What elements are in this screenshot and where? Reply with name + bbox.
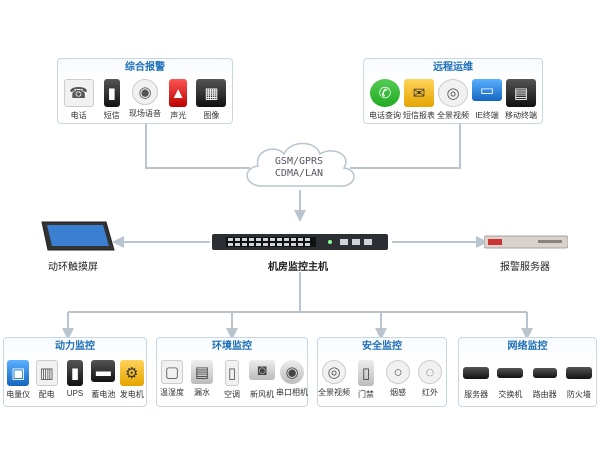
air-conditioner-icon: ▯ — [225, 360, 239, 386]
panel-title: 环境监控 — [212, 341, 252, 352]
net-item-router: 路由器 — [529, 360, 561, 400]
power-item-generator: ⚙ 发电机 — [118, 360, 146, 400]
ups-icon: ▮ — [66, 360, 83, 386]
alarm-item-light: ▲ 声光 — [162, 79, 195, 121]
remote-item-mobile: ▤ 移动终端 — [504, 79, 538, 121]
panel-title: 远程运维 — [433, 62, 473, 73]
line-alarm-to-cloud — [145, 124, 250, 169]
net-item-switch: 交换机 — [494, 360, 526, 400]
alarm-item-sms: ▮ 短信 — [95, 79, 128, 121]
server-icon — [463, 367, 490, 379]
host-label: 机房监控主机 — [268, 262, 328, 273]
panoramic-video-icon: ◎ — [438, 79, 468, 107]
fresh-air-unit-icon: ◙ — [249, 360, 275, 380]
environment-items: ▢ 温湿度 ▤ 漏水 ▯ 空调 ◙ 新风机 ◉ 串口相机 — [157, 360, 308, 400]
remote-item-video: ◎ 全景视频 — [436, 79, 470, 121]
power-items: ▣ 电量仪 ▥ 配电 ▮ UPS ▬ 蓄电池 ⚙ 发电机 — [4, 360, 146, 400]
network-monitoring-panel: 网络监控 服务器 交换机 路由器 防火墙 — [458, 337, 597, 407]
cloud-line-1: GSM/GPRS — [274, 156, 324, 167]
power-item-distribution: ▥ 配电 — [33, 360, 61, 400]
network-cloud-icon — [246, 142, 355, 187]
smoke-detector-icon: ○ — [386, 360, 410, 384]
tablet-icon: ▤ — [506, 79, 536, 107]
panel-title: 安全监控 — [362, 341, 402, 352]
touch-screen-icon — [41, 221, 115, 251]
alarm-items: ☎ 电话 ▮ 短信 ◉ 现场语音 ▲ 声光 ▦ 图像 — [62, 79, 228, 121]
alarm-server-icon — [484, 235, 568, 249]
alarm-item-image: ▦ 图像 — [195, 79, 228, 121]
alarm-server-label: 报警服务器 — [500, 262, 550, 273]
power-meter-icon: ▣ — [7, 360, 30, 386]
access-control-icon: ▯ — [358, 360, 374, 386]
telephone-icon: ☎ — [63, 79, 94, 107]
monitor-image-icon: ▦ — [196, 79, 227, 107]
net-item-server: 服务器 — [460, 360, 492, 400]
sec-item-infrared: ◌ 红外 — [415, 360, 445, 400]
thermo-hygrometer-icon: ▢ — [161, 360, 183, 384]
env-item-fresh-air: ◙ 新风机 — [249, 360, 275, 399]
cloud-line-2: CDMA/LAN — [274, 168, 324, 179]
alarm-panel: 综合报警 ☎ 电话 ▮ 短信 ◉ 现场语音 ▲ 声光 ▦ 图像 — [57, 58, 233, 124]
alarm-light-icon: ▲ — [169, 79, 188, 107]
circuit-breaker-icon: ▥ — [35, 360, 58, 386]
remote-items: ✆ 电话查询 ✉ 短信报表 ◎ 全景视频 ▭ IE终端 ▤ 移动终端 — [368, 79, 538, 121]
security-items: ◎ 全景视频 ▯ 门禁 ○ 烟感 ◌ 红外 — [318, 360, 446, 400]
remote-ops-panel: 远程运维 ✆ 电话查询 ✉ 短信报表 ◎ 全景视频 ▭ IE终端 ▤ 移动终端 — [363, 58, 543, 124]
environment-monitoring-panel: 环境监控 ▢ 温湿度 ▤ 漏水 ▯ 空调 ◙ 新风机 ◉ 串口相机 — [156, 337, 308, 407]
phone-query-icon: ✆ — [370, 79, 400, 107]
dome-camera-icon: ◎ — [322, 360, 346, 384]
env-item-leak: ▤ 漏水 — [187, 360, 217, 400]
env-item-temp-humidity: ▢ 温湿度 — [157, 360, 187, 400]
monitoring-host-icon — [212, 234, 388, 250]
network-items: 服务器 交换机 路由器 防火墙 — [459, 360, 596, 400]
firewall-icon — [565, 367, 592, 379]
touch-screen-label: 动环触摸屏 — [48, 262, 98, 273]
power-item-battery: ▬ 蓄电池 — [89, 360, 117, 400]
leak-sensor-icon: ▤ — [191, 360, 213, 384]
infrared-sensor-icon: ◌ — [418, 360, 442, 384]
alarm-item-voice: ◉ 现场语音 — [128, 79, 161, 121]
switch-icon — [497, 368, 524, 378]
env-item-serial-camera: ◉ 串口相机 — [276, 360, 308, 400]
sec-item-smoke: ○ 烟感 — [383, 360, 413, 400]
remote-item-ie: ▭ IE终端 — [470, 79, 504, 121]
speaker-icon: ◉ — [132, 79, 158, 105]
laptop-icon: ▭ — [472, 79, 502, 101]
panel-title: 网络监控 — [507, 341, 548, 352]
sec-item-video: ◎ 全景视频 — [318, 360, 350, 400]
sms-report-icon: ✉ — [404, 79, 434, 107]
battery-icon: ▬ — [91, 360, 116, 382]
line-remote-to-cloud — [350, 124, 461, 169]
power-monitoring-panel: 动力监控 ▣ 电量仪 ▥ 配电 ▮ UPS ▬ 蓄电池 ⚙ 发电机 — [3, 337, 147, 407]
panel-title: 动力监控 — [55, 341, 95, 352]
power-item-ups: ▮ UPS — [61, 360, 89, 400]
net-item-firewall: 防火墙 — [563, 360, 595, 400]
router-icon — [532, 368, 557, 378]
panel-title: 综合报警 — [125, 62, 165, 73]
generator-icon: ⚙ — [119, 360, 144, 386]
remote-item-phone-query: ✆ 电话查询 — [368, 79, 402, 121]
sec-item-access: ▯ 门禁 — [351, 360, 381, 400]
remote-item-sms-report: ✉ 短信报表 — [402, 79, 436, 121]
mobile-phone-icon: ▮ — [103, 79, 120, 107]
env-item-ac: ▯ 空调 — [217, 360, 247, 400]
serial-camera-icon: ◉ — [280, 360, 304, 384]
power-item-meter: ▣ 电量仪 — [4, 360, 32, 400]
security-monitoring-panel: 安全监控 ◎ 全景视频 ▯ 门禁 ○ 烟感 ◌ 红外 — [317, 337, 447, 407]
alarm-item-phone: ☎ 电话 — [62, 79, 95, 121]
